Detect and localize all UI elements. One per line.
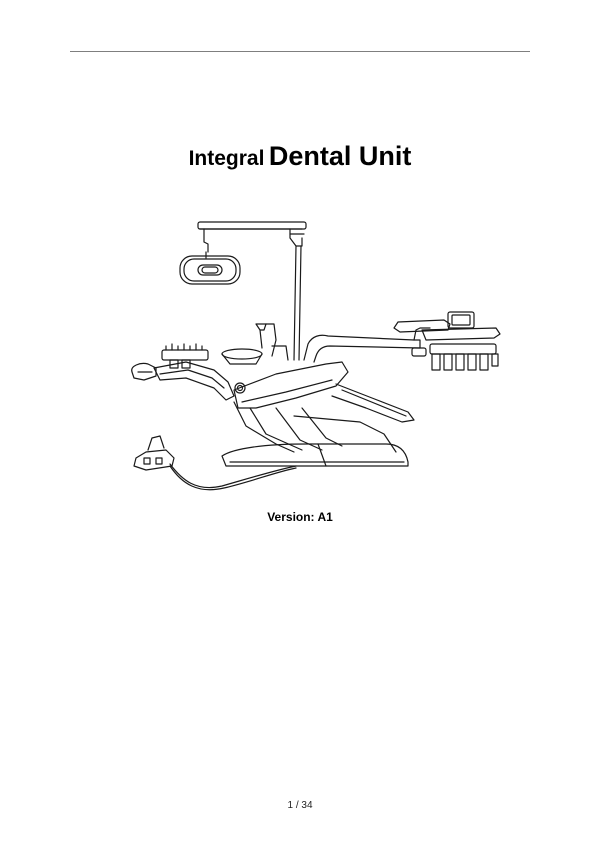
dental-unit-illustration [126,212,506,498]
title-main: Dental Unit [268,141,412,171]
header-rule [70,51,530,52]
page-title: Integral Dental Unit [0,139,600,178]
version-label: Version: A1 [267,510,333,524]
title-prefix: Integral [188,147,265,170]
page-number: 1 / 34 [287,800,313,811]
dental-unit-drawing-icon [131,221,501,491]
